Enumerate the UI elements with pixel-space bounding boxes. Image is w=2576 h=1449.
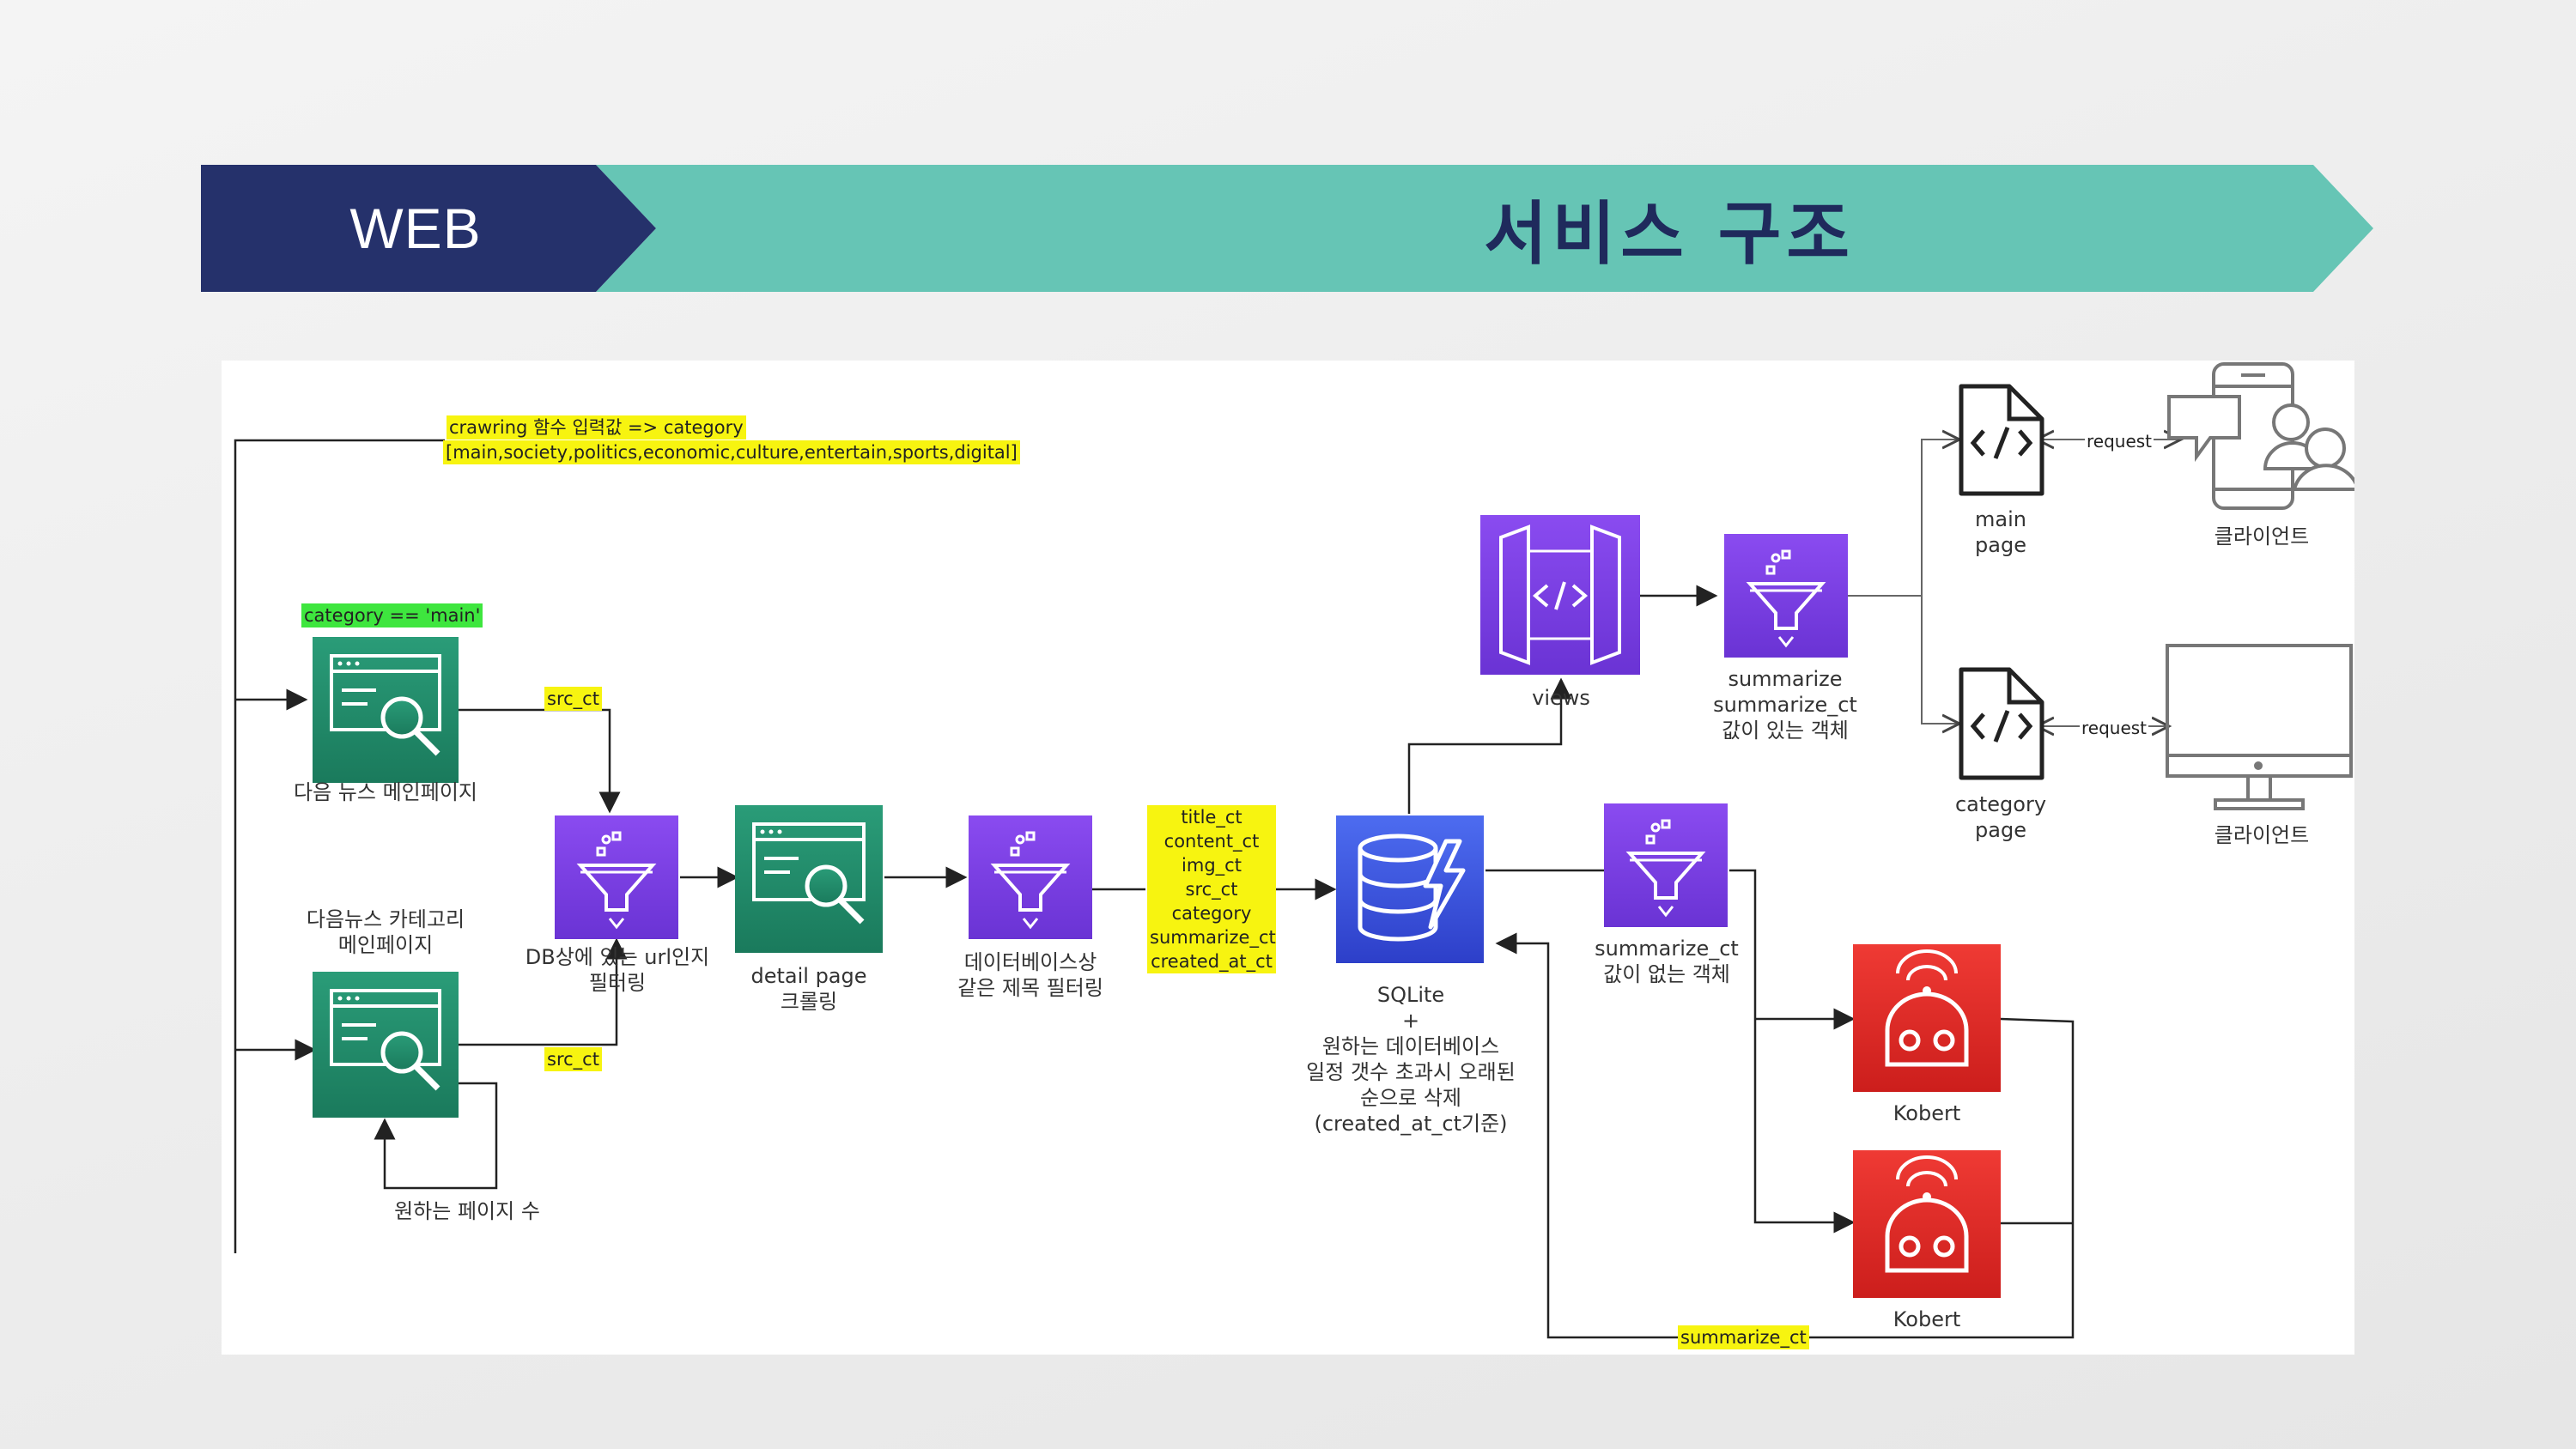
request-label-2: request <box>2080 715 2149 741</box>
sqlite-label: SQLite + 원하는 데이터베이스 일정 갯수 초과시 오래된 순으로 삭제… <box>1306 983 1516 1136</box>
mobile-client-icon <box>2167 362 2354 510</box>
code-file-icon-category <box>1959 667 2044 780</box>
detail-crawl-label: detail page 크롤링 <box>750 964 867 1014</box>
no-summary-filter-label: summarize_ct 값이 없는 객체 <box>1595 937 1739 986</box>
filter-icon-no-summary <box>1604 803 1728 927</box>
header-banner: WEB 서비스 구조 <box>201 165 2373 292</box>
banner-shapes <box>201 165 2373 292</box>
summarize-ct-return-tag: summarize_ct <box>1678 1325 1809 1349</box>
main-page-label: 다음 뉴스 메인페이지 <box>294 780 477 804</box>
database-icon <box>1336 815 1484 963</box>
src-ct-top-tag: src_ct <box>544 687 602 711</box>
record-fields-box: title_ct content_ct img_ct src_ct catego… <box>1147 805 1276 973</box>
summarize-filter-label: summarize summarize_ct 값이 있는 객체 <box>1713 667 1857 743</box>
crawl-input-note-line2: [main,society,politics,economic,culture,… <box>443 440 1020 464</box>
url-filter-label: DB상에 있는 url인지 필터링 <box>525 945 710 995</box>
category-main-tag: category == 'main' <box>301 603 483 627</box>
connectors <box>234 439 2075 1339</box>
kobert-label-1: Kobert <box>1893 1101 1961 1125</box>
filter-icon-summarize <box>1724 534 1848 658</box>
desired-pages-label: 원하는 페이지 수 <box>394 1199 540 1223</box>
section-label: WEB <box>349 197 482 260</box>
filter-icon-url <box>555 815 678 939</box>
views-label: views <box>1532 686 1590 710</box>
crawl-input-note-line1: crawring 함수 입력값 => category <box>447 415 746 440</box>
diagram-canvas <box>234 362 2354 1339</box>
desktop-client-icon <box>2166 644 2353 810</box>
request-label-1: request <box>2085 428 2154 454</box>
client-label-1: 클라이언트 <box>2214 524 2310 549</box>
diagram-panel: crawring 함수 입력값 => category [main,societ… <box>222 361 2354 1355</box>
filter-icon-title <box>969 815 1092 939</box>
kobert-label-2: Kobert <box>1893 1307 1961 1331</box>
page-title: 서비스 구조 <box>1484 194 1855 274</box>
src-ct-bottom-tag: src_ct <box>544 1047 602 1071</box>
robot-icon-2 <box>1853 1150 2001 1298</box>
category-page-label: 다음뉴스 카테고리 메인페이지 <box>306 907 465 957</box>
robot-icon-1 <box>1853 944 2001 1092</box>
search-page-icon-detail <box>735 805 883 953</box>
search-page-icon-category <box>313 972 459 1118</box>
views-api-icon <box>1480 515 1640 675</box>
main-page-doc-label: main page <box>1975 507 2026 557</box>
category-page-doc-label: category page <box>1954 792 2047 842</box>
code-file-icon-main <box>1959 384 2044 496</box>
search-page-icon-main <box>313 637 459 783</box>
title-filter-label: 데이터베이스상 같은 제목 필터링 <box>957 950 1103 1000</box>
client-label-2: 클라이언트 <box>2214 823 2310 847</box>
